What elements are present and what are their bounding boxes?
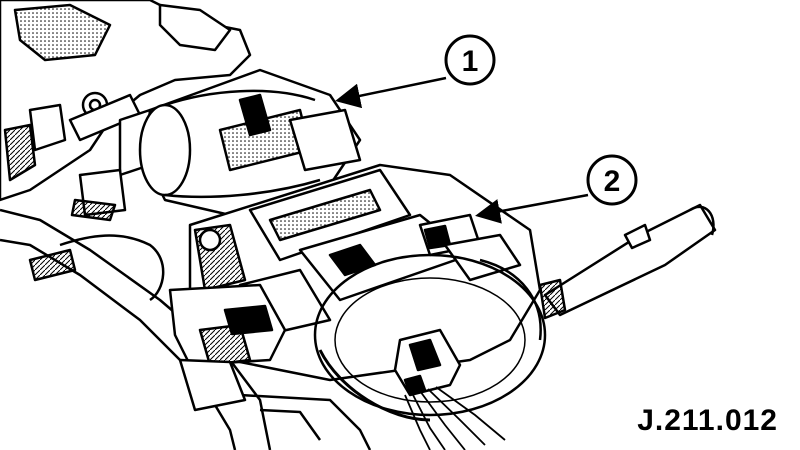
wiring-connector xyxy=(393,328,462,397)
callout-1-circle xyxy=(444,34,496,86)
column-shaft xyxy=(138,68,362,217)
callout-2: 2 xyxy=(475,154,638,224)
column-support-frame xyxy=(0,208,372,450)
indicator-stalk xyxy=(538,203,717,320)
callout-2-label: 2 xyxy=(604,165,621,198)
wire-harness xyxy=(404,386,506,450)
clock-spring-ring xyxy=(313,253,547,422)
figure-reference-number: J.211.012 xyxy=(637,404,778,437)
connector-block-left xyxy=(168,283,287,412)
callout-2-circle xyxy=(586,154,638,206)
callout-1-leader xyxy=(335,76,447,109)
callout-1-label: 1 xyxy=(462,45,479,78)
callout-1: 1 xyxy=(335,34,496,109)
callout-2-leader xyxy=(475,193,589,224)
